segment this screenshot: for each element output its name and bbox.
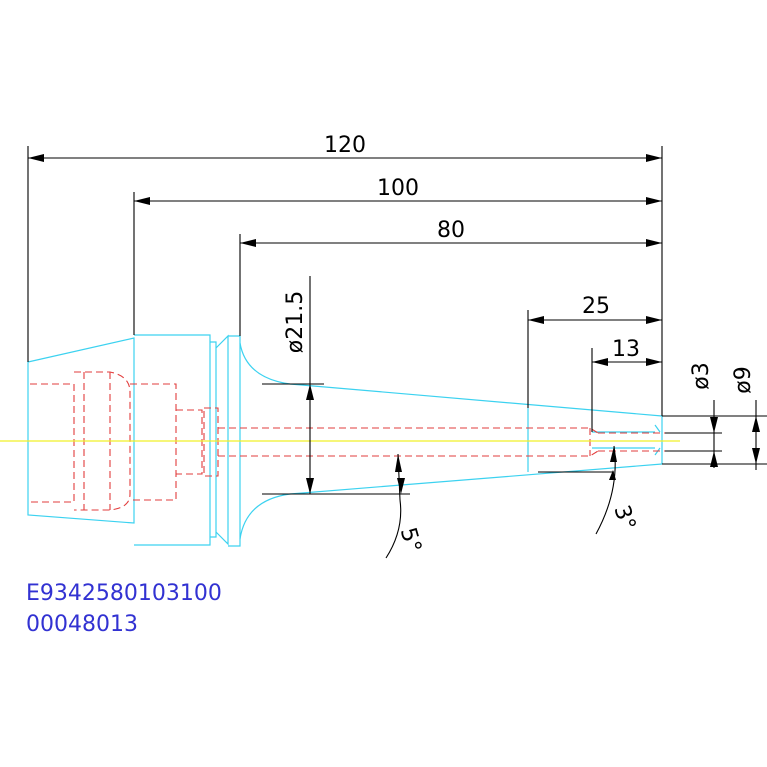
- arrow-80-left: [240, 239, 256, 247]
- arrow-80-right: [646, 239, 662, 247]
- flange-block: [134, 334, 211, 546]
- hidden-bore-mid: [74, 371, 131, 511]
- arrow-13-left: [592, 358, 608, 366]
- label-100: 100: [377, 176, 419, 201]
- label-d3: ø3: [689, 362, 714, 389]
- part-code-line-1: E9342580103100: [26, 581, 222, 606]
- label-angle-5: 5°: [395, 525, 426, 556]
- arrow-d3-top: [710, 417, 718, 433]
- arrow-d3-bottom: [710, 451, 718, 467]
- part-code-line-2: 00048013: [26, 612, 138, 637]
- angle-5-leader: [385, 499, 402, 559]
- arrow-d21-bottom: [306, 478, 314, 494]
- dimension-labels: 120 100 80 25 13 ø21.5 ø3 ø9 5° 3°: [283, 133, 756, 556]
- label-angle-3: 3°: [608, 502, 640, 534]
- arrow-120-left: [28, 154, 44, 162]
- arrow-d21-top: [306, 384, 314, 400]
- label-120: 120: [324, 133, 366, 158]
- arrow-angle-3-bottom: [609, 470, 616, 480]
- tip-hole: [592, 431, 655, 449]
- label-25: 25: [582, 294, 610, 319]
- arrow-100-right: [646, 197, 662, 205]
- hidden-bore-step: [130, 383, 177, 501]
- collar-left: [27, 337, 135, 524]
- arrow-d9-bottom: [752, 448, 760, 464]
- arrow-d9-top: [752, 416, 760, 432]
- hidden-bore-left: [30, 383, 75, 503]
- arrow-25-left: [528, 316, 544, 324]
- label-13: 13: [612, 337, 640, 362]
- dimension-lines: [27, 146, 767, 559]
- arrow-120-right: [646, 154, 662, 162]
- label-d21-5: ø21.5: [283, 291, 308, 353]
- arrow-angle-5-bottom: [397, 478, 405, 494]
- part-code: E9342580103100 00048013: [26, 581, 222, 637]
- arrow-angle-5-top: [395, 454, 402, 472]
- hidden-insert: [203, 407, 219, 477]
- label-d9: ø9: [731, 366, 756, 393]
- hidden-through-hole: [218, 427, 599, 457]
- label-80: 80: [437, 218, 465, 243]
- arrow-100-left: [134, 197, 150, 205]
- groove-ring-2: [215, 334, 229, 546]
- groove-ring-1: [210, 341, 217, 538]
- arrow-25-right: [646, 316, 662, 324]
- arrow-angle-3-top: [610, 446, 617, 462]
- hidden-bore-narrow: [176, 409, 203, 475]
- arrow-13-right: [646, 358, 662, 366]
- hidden-small-hole: [598, 432, 665, 452]
- hidden-lines: [30, 371, 665, 511]
